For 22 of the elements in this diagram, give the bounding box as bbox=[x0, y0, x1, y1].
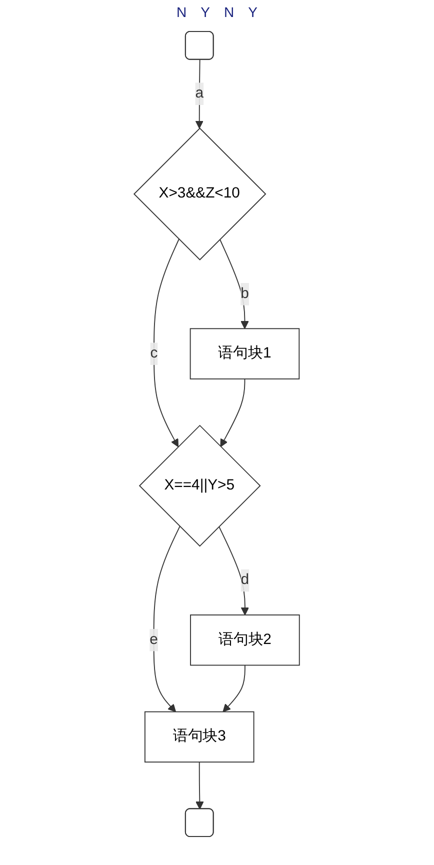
branch-label: Y bbox=[200, 4, 210, 20]
arrow bbox=[220, 378, 246, 448]
edge-label: d bbox=[241, 572, 250, 588]
node-diamond: X>3&&Z<10 bbox=[134, 128, 266, 260]
branch-label: N bbox=[224, 4, 234, 20]
arrow bbox=[222, 664, 246, 712]
edge-label: c bbox=[150, 345, 158, 362]
edge-label: e bbox=[150, 632, 158, 648]
arrow bbox=[218, 526, 250, 616]
arrow bbox=[220, 238, 250, 329]
node-box: 语句块3 bbox=[144, 711, 254, 763]
arrow bbox=[154, 238, 180, 448]
arrow bbox=[196, 762, 204, 810]
node-box: 语句块1 bbox=[190, 328, 300, 380]
edge-label: a bbox=[195, 85, 204, 102]
arrow bbox=[196, 59, 204, 129]
node-box: 语句块2 bbox=[190, 614, 300, 666]
branch-label: Y bbox=[248, 4, 258, 20]
node-diamond: X==4||Y>5 bbox=[139, 424, 262, 547]
edge-label: b bbox=[240, 286, 250, 302]
arrow bbox=[154, 526, 180, 712]
branch-label: N bbox=[176, 4, 187, 20]
